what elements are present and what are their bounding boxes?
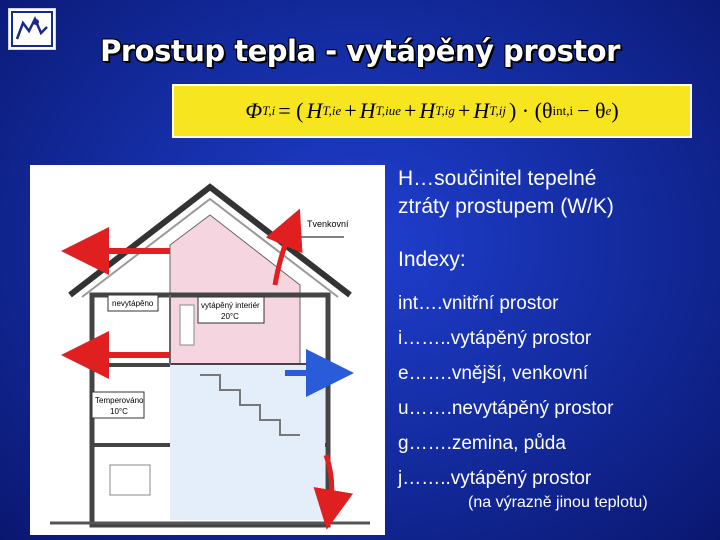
house-diagram: Tvenkovní nevytápěno vytápěný interiér 2…	[30, 165, 385, 535]
h-ig-subscript: T,ig	[435, 103, 455, 118]
plus-3: +	[457, 98, 471, 123]
label-heated-room-temp: 20°C	[221, 312, 239, 321]
indexes-heading: Indexy:	[398, 248, 466, 271]
theta-int-subscript: int,i	[552, 103, 574, 118]
h-ie-subscript: T,ie	[322, 103, 342, 118]
list-item: j……..vytápěný prostor	[398, 468, 592, 489]
plus-2: +	[403, 98, 417, 123]
minus-theta: − θ	[577, 98, 606, 123]
list-item: g…….zemina, půda	[398, 433, 566, 454]
theta-open: ) · (θ	[508, 98, 553, 123]
phi-symbol: Φ	[245, 98, 263, 123]
h-ij: H	[473, 98, 490, 123]
heated-lower-area	[170, 365, 325, 520]
list-item: int….vnitřní prostor	[398, 293, 559, 314]
plus-1: +	[344, 98, 357, 123]
h-iue: H	[359, 98, 376, 123]
indexes-list: int….vnitřní prostor i……..vytápěný prost…	[398, 286, 613, 496]
list-item: e…….vnější, venkovní	[398, 363, 589, 384]
list-item: u…….nevytápěný prostor	[398, 398, 614, 419]
h-ie: H	[306, 98, 323, 123]
arrow-down-ground	[313, 454, 354, 530]
phi-subscript: T,i	[262, 103, 276, 118]
label-outdoor: Tvenkovní	[307, 219, 349, 229]
definition-line-1: H…součinitel tepelné	[398, 167, 597, 190]
h-ig: H	[419, 98, 436, 123]
arrow-up-roof	[265, 208, 303, 286]
roof	[68, 183, 352, 298]
list-item: i……..vytápěný prostor	[398, 328, 592, 349]
equals-paren: = (	[278, 98, 304, 123]
page-title: Prostup tepla - vytápěný prostor	[100, 34, 620, 68]
note-text: (na výrazně jinou teplotu)	[468, 494, 648, 511]
definition-line-2: ztráty prostupem (W/K)	[398, 195, 614, 218]
definition-text: H…součinitel tepelné ztráty prostupem (W…	[398, 165, 708, 221]
label-tempered: Temperováno	[95, 396, 144, 405]
label-heated-room: vytápěný interiér	[201, 301, 260, 310]
stairs	[200, 374, 300, 436]
h-iue-subscript: T,iue	[375, 103, 401, 118]
label-tempered-temp: 10°C	[110, 407, 128, 416]
h-ij-subscript: T,ij	[489, 103, 506, 118]
university-logo	[8, 8, 56, 50]
label-unheated: nevytápěno	[112, 299, 154, 308]
theta-e-subscript: e	[605, 103, 612, 118]
close-paren: )	[611, 98, 619, 123]
